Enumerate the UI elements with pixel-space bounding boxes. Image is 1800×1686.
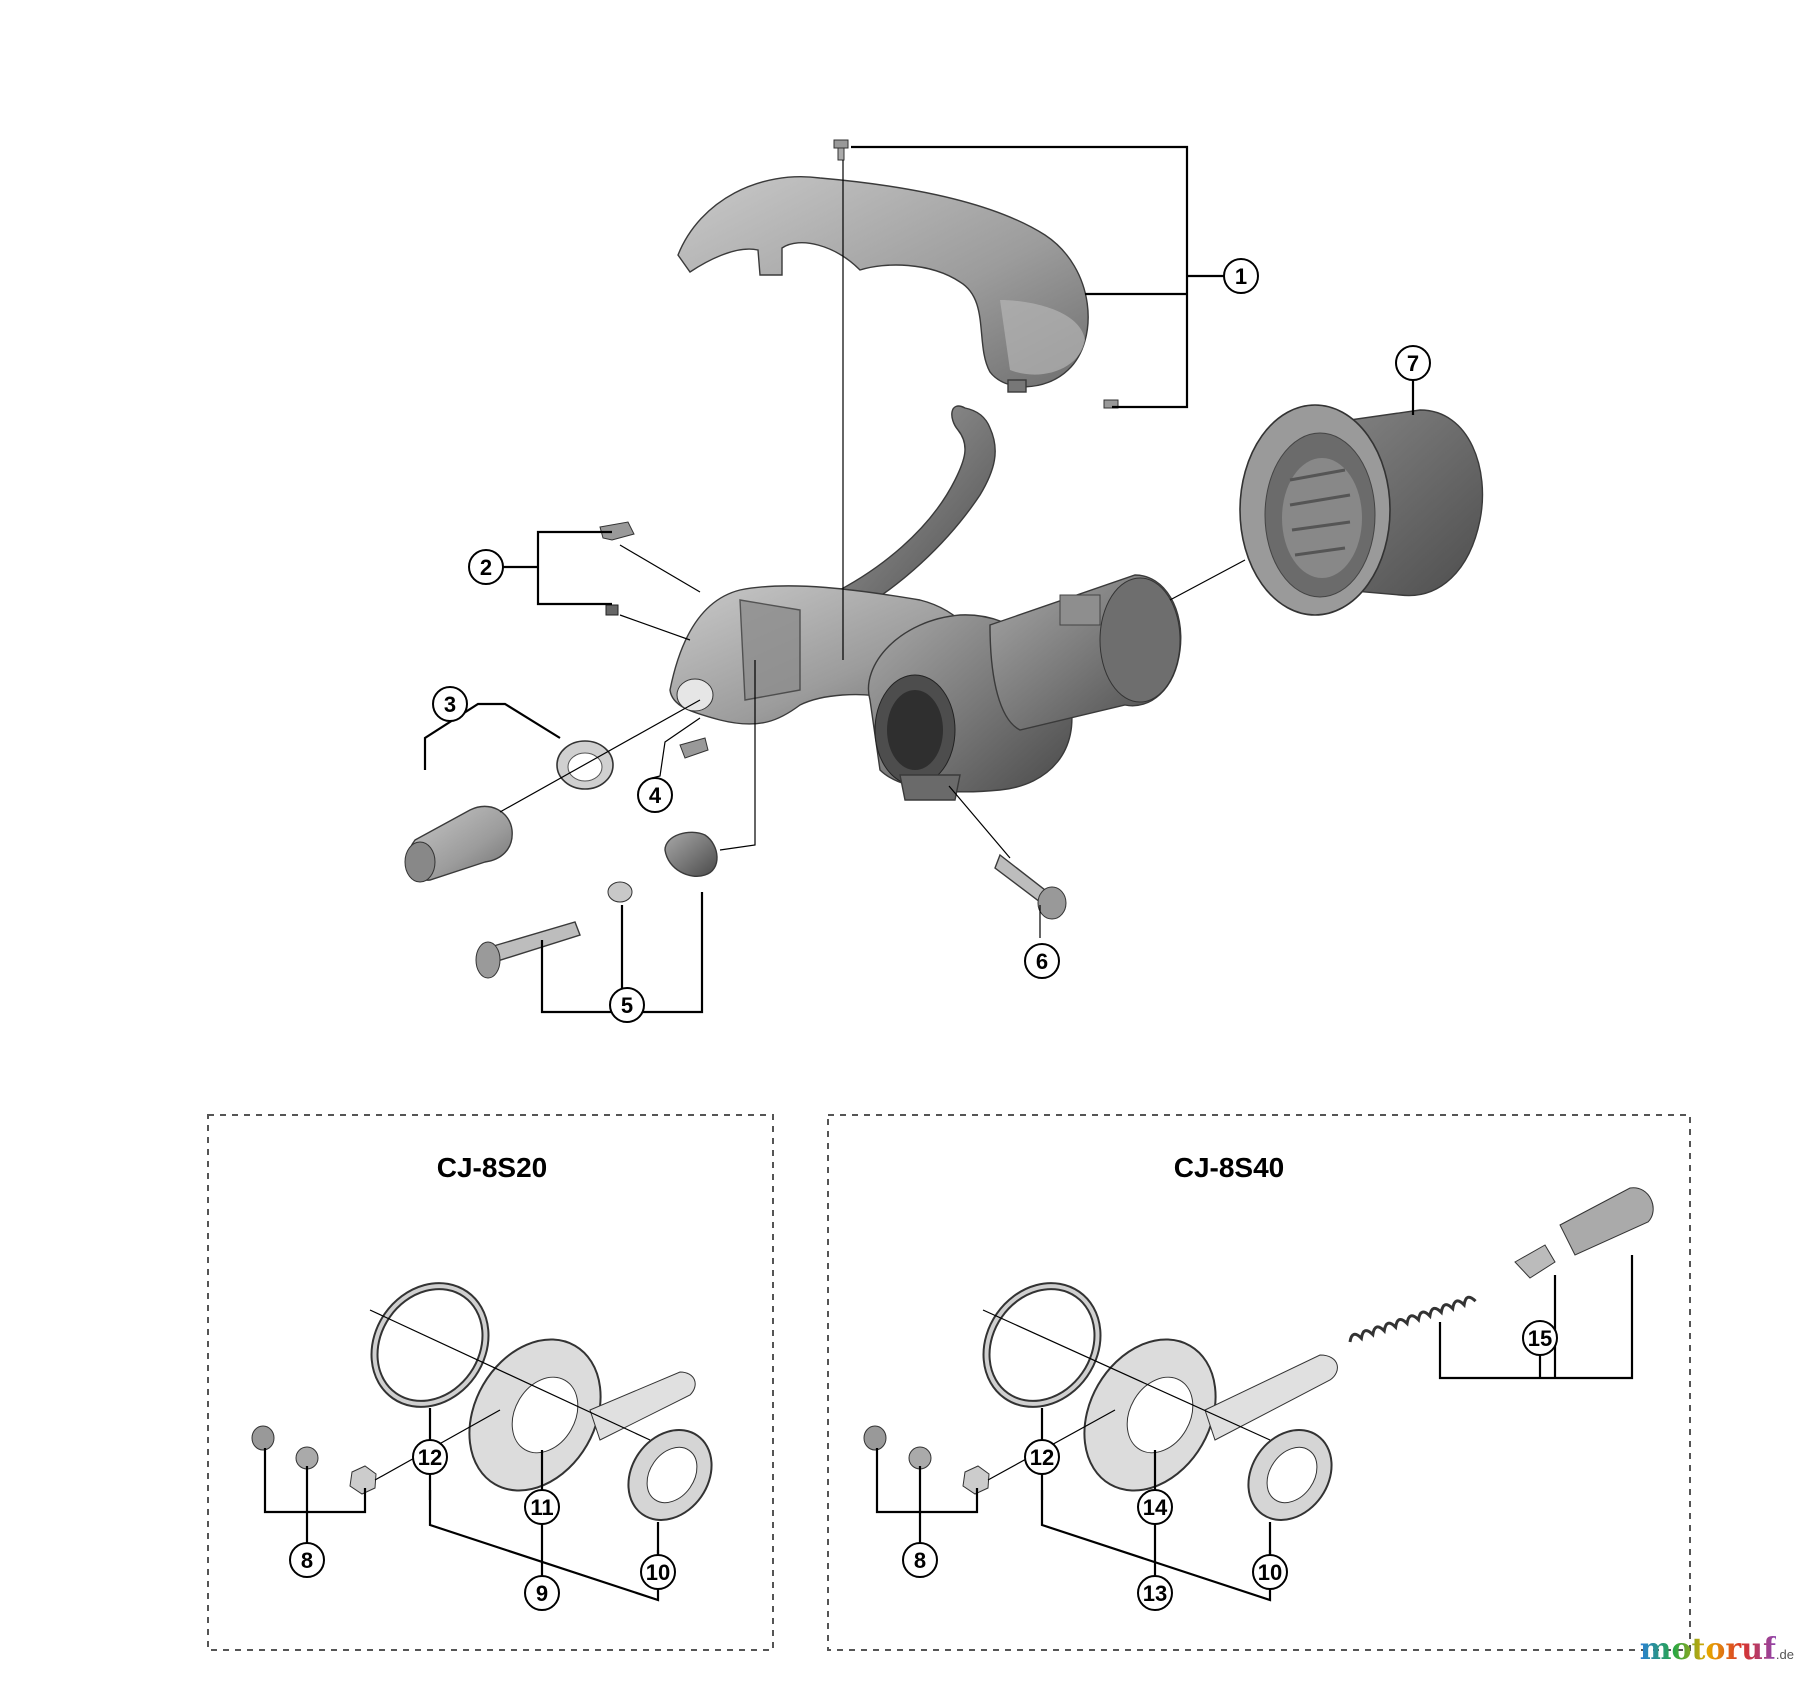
callout-9: 9 (524, 1575, 560, 1611)
right-panel-title: CJ-8S40 (1174, 1152, 1285, 1183)
svg-text:3: 3 (444, 692, 456, 717)
svg-text:6: 6 (1036, 949, 1048, 974)
callout-11: 11 (524, 1489, 560, 1525)
callout-5: 5 (609, 987, 645, 1023)
svg-text:12: 12 (418, 1445, 442, 1470)
callout-2: 2 (468, 549, 504, 585)
svg-text:1: 1 (1235, 264, 1247, 289)
callout-8-left: 8 (289, 1542, 325, 1578)
left-panel-parts (251, 1282, 713, 1521)
callout-13: 13 (1137, 1575, 1173, 1611)
svg-text:7: 7 (1407, 351, 1419, 376)
svg-text:13: 13 (1143, 1581, 1167, 1606)
callout-10-left: 10 (640, 1554, 676, 1590)
callout-12-left: 12 (412, 1439, 448, 1475)
brake-lever-part (813, 405, 996, 621)
callout-1: 1 (1223, 258, 1259, 294)
right-panel-parts (863, 1187, 1654, 1521)
svg-text:11: 11 (530, 1495, 553, 1520)
callout-6: 6 (1024, 943, 1060, 979)
watermark-suffix: .de (1775, 1647, 1794, 1662)
svg-text:12: 12 (1030, 1445, 1054, 1470)
shifter-body-part (669, 574, 1182, 801)
svg-text:5: 5 (621, 993, 633, 1018)
left-panel-title: CJ-8S20 (437, 1152, 548, 1183)
callout-4: 4 (637, 777, 673, 813)
svg-text:15: 15 (1528, 1326, 1552, 1351)
right-panel-leaders (875, 1255, 1634, 1602)
grip-part (1239, 404, 1484, 616)
svg-text:8: 8 (914, 1548, 926, 1573)
top-cover-part (677, 139, 1119, 409)
callout-14: 14 (1137, 1489, 1173, 1525)
svg-text:10: 10 (646, 1560, 670, 1585)
svg-text:4: 4 (649, 783, 662, 808)
svg-text:9: 9 (536, 1581, 548, 1606)
left-panel-border (207, 1114, 774, 1651)
callout-7: 7 (1395, 345, 1431, 381)
callout-12-right: 12 (1024, 1439, 1060, 1475)
svg-text:10: 10 (1258, 1560, 1282, 1585)
svg-text:8: 8 (301, 1548, 313, 1573)
callout-10-right: 10 (1252, 1554, 1288, 1590)
right-panel-border (827, 1114, 1691, 1651)
callout-3: 3 (432, 686, 468, 722)
watermark-text: motoruf (1639, 1632, 1776, 1667)
callout-15: 15 (1522, 1320, 1558, 1356)
svg-text:14: 14 (1143, 1495, 1168, 1520)
svg-text:2: 2 (480, 555, 492, 580)
watermark-logo: motoruf.de (1640, 1632, 1794, 1667)
callout-8-right: 8 (902, 1542, 938, 1578)
